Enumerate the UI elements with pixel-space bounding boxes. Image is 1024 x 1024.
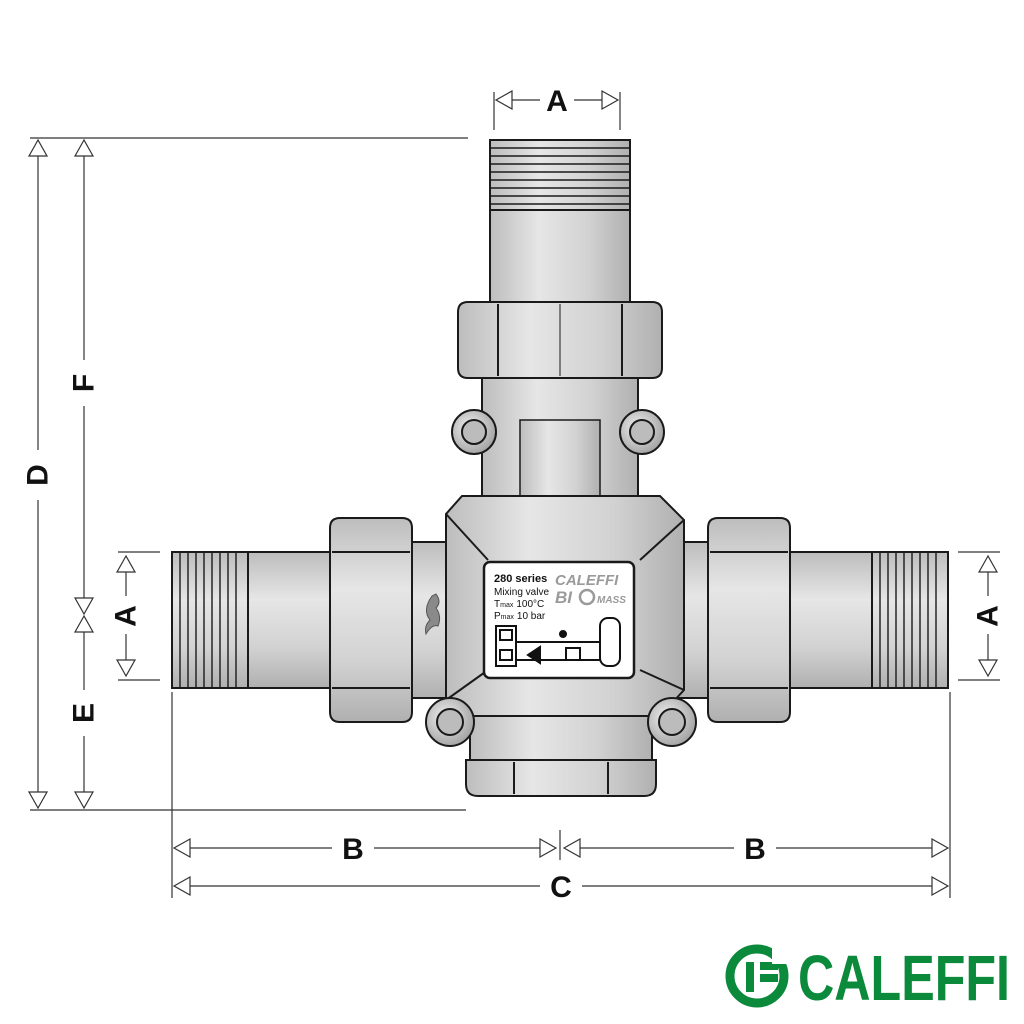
label-brand-sub-b: MASS: [597, 595, 626, 606]
caleffi-logo: CALEFFI: [725, 942, 1010, 1014]
right-union-nut: [707, 517, 791, 723]
label-brand-sub-a: BI: [555, 588, 573, 607]
dim-label-a-left: A: [110, 605, 143, 627]
label-series: 280 series: [494, 573, 547, 585]
bottom-cap: [465, 715, 657, 797]
dim-label-e: E: [68, 703, 101, 723]
left-union-nut: [329, 517, 413, 723]
label-product: Mixing valve: [494, 587, 549, 598]
top-threaded-connection: [489, 139, 631, 303]
left-threaded-connection: [171, 551, 333, 689]
flame-icon: [425, 593, 441, 636]
label-schematic: [495, 617, 621, 667]
label-brand: CALEFFI: [555, 572, 619, 589]
dim-label-b-right: B: [744, 833, 766, 866]
right-threaded-connection: [789, 551, 949, 689]
dimension-labels: A D F E A A B B C: [22, 85, 1005, 904]
caleffi-logo-text: CALEFFI: [798, 942, 1010, 1014]
dim-label-d: D: [22, 464, 55, 486]
dim-label-c: C: [550, 871, 572, 904]
top-union-nut: [457, 301, 663, 379]
dim-label-a-right: A: [972, 605, 1005, 627]
dim-label-f: F: [68, 374, 101, 392]
bottom-left-boss: [425, 697, 475, 747]
top-left-boss: [451, 409, 497, 455]
dim-label-b-left: B: [342, 833, 364, 866]
valve-body: [171, 139, 949, 797]
bottom-right-boss: [647, 697, 697, 747]
dim-label-a-top: A: [546, 85, 568, 118]
top-right-boss: [619, 409, 665, 455]
caleffi-logo-mark-icon: [725, 944, 789, 1008]
dimension-lines: [27, 89, 1000, 898]
